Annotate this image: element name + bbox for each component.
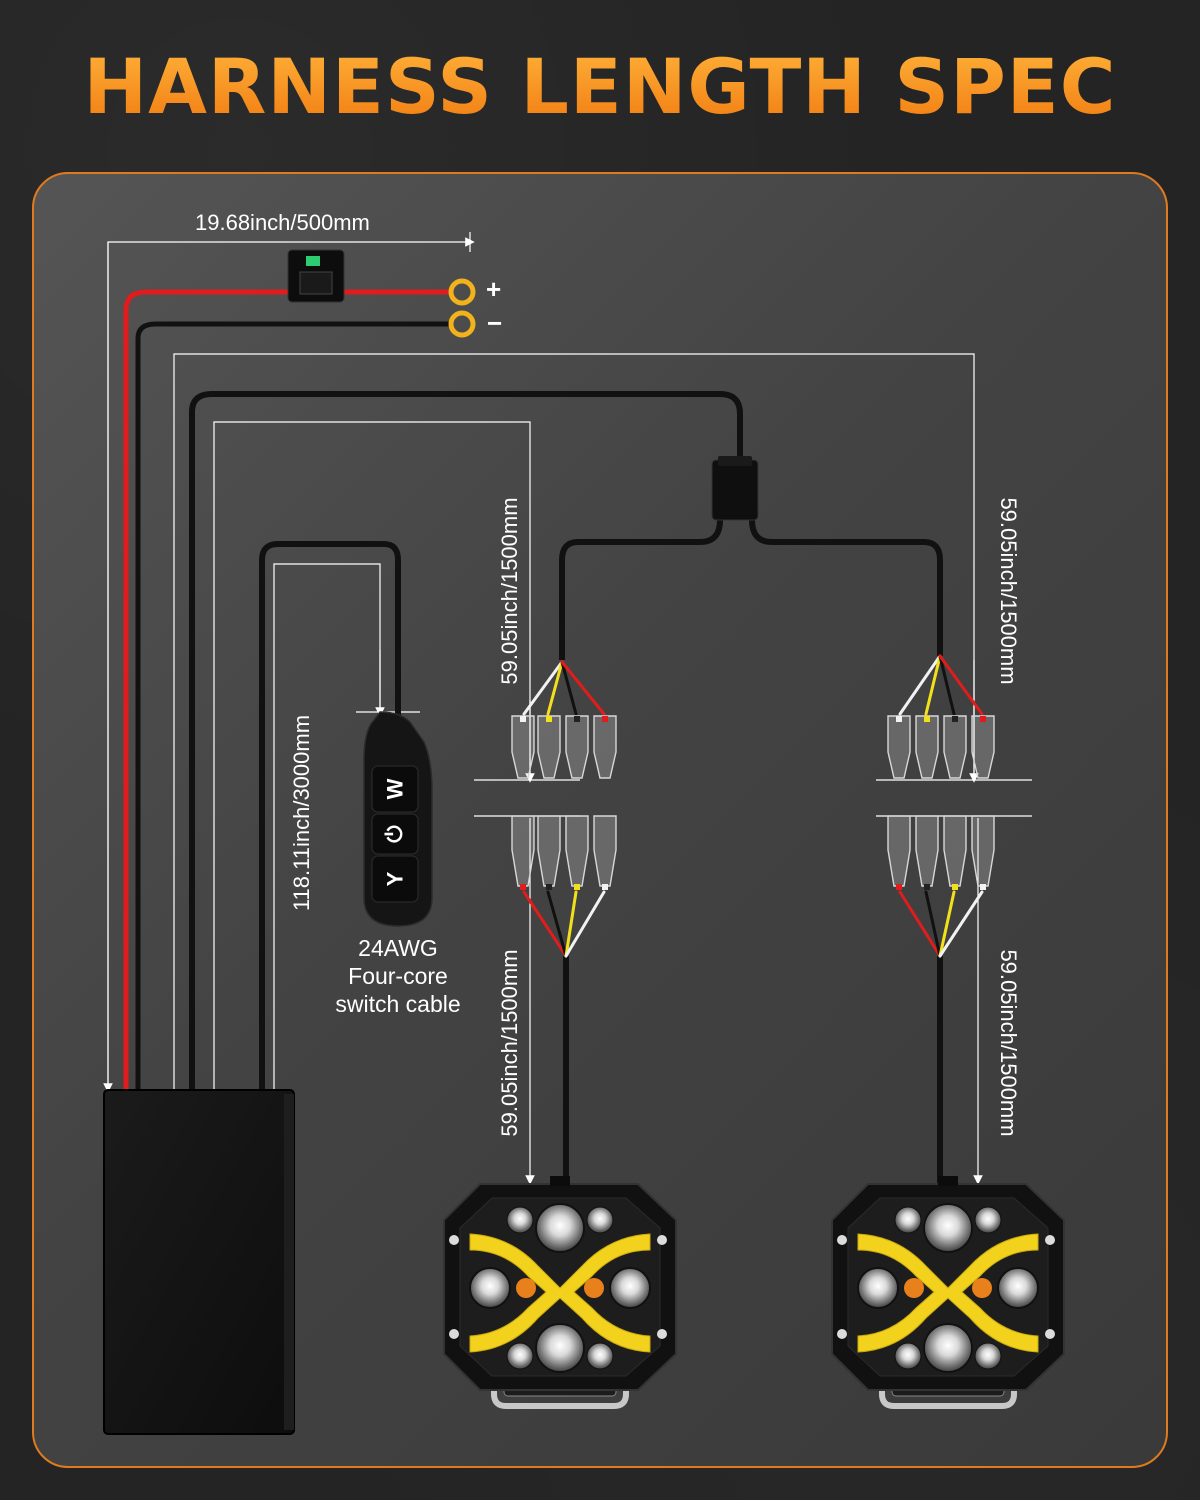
switch-button-w-label: W <box>381 778 407 800</box>
right-connector-lower <box>887 815 995 958</box>
positive-sign: + <box>486 274 502 304</box>
dimension-lines <box>103 232 1032 1185</box>
switch-button-y-label: Y <box>382 871 407 887</box>
splitter-connector <box>711 459 759 521</box>
led-pod-left <box>443 1176 677 1409</box>
switch-cable-note: 24AWG Four-core switch cable <box>308 934 488 1018</box>
dimension-connector-to-light-left: 59.05inch/1500mm <box>497 949 522 1137</box>
cable-note-line-2: Four-core <box>348 963 448 989</box>
page-title: HARNESS LENGTH SPEC <box>0 42 1200 131</box>
dimension-battery-lead: 19.68inch/500mm <box>195 210 370 235</box>
right-connector-upper <box>887 654 995 779</box>
harness-wires <box>189 391 943 1186</box>
fuse-holder <box>287 249 345 303</box>
cable-note-line-1: 24AWG <box>358 935 438 961</box>
left-connector-upper <box>511 660 617 779</box>
cable-note-line-3: switch cable <box>335 991 461 1017</box>
dimension-right-lower: 59.05inch/1500mm <box>996 949 1021 1137</box>
power-wires <box>123 289 451 1093</box>
switch-body <box>363 711 433 927</box>
dimension-right-main: 59.05inch/1500mm <box>996 497 1021 685</box>
switch-button-w[interactable]: W <box>372 766 418 812</box>
control-box <box>103 1089 295 1435</box>
dimension-switch-cable: 118.11inch/3000mm <box>289 714 314 912</box>
switch-button-power[interactable]: ⏻ <box>372 814 418 854</box>
led-pod-right <box>832 1176 1064 1406</box>
left-connector-lower <box>511 815 617 958</box>
dimension-main-to-connector: 59.05inch/1500mm <box>497 497 522 685</box>
switch-button-y[interactable]: Y <box>372 856 418 902</box>
ring-terminals <box>448 278 476 338</box>
negative-sign: − <box>487 308 503 338</box>
power-icon: ⏻ <box>382 825 407 843</box>
